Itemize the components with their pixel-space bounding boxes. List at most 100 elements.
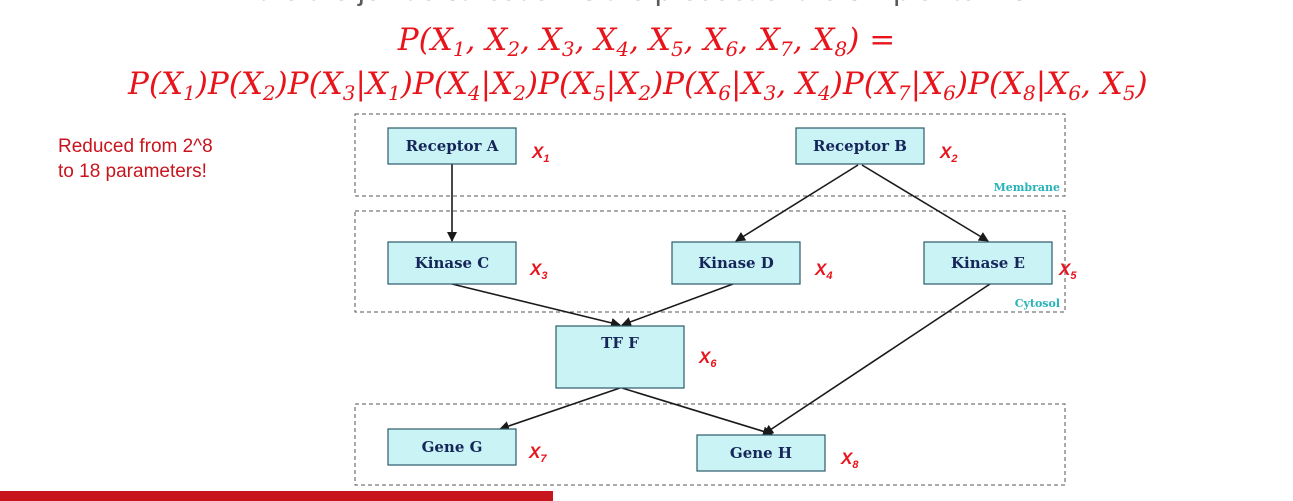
variable-label: X6	[698, 348, 717, 370]
equation-subscript: 2	[507, 37, 521, 61]
variable-name: X	[840, 449, 854, 468]
node-box	[923, 241, 1053, 285]
variable-label: X8	[840, 449, 859, 471]
node-label: Receptor B	[813, 137, 907, 155]
equation-subscript: 4	[616, 37, 630, 61]
equation-subscript: 1	[388, 81, 401, 105]
equation-token: X	[696, 66, 719, 102]
node-label: Gene G	[422, 438, 483, 456]
variable-label: X2	[939, 143, 957, 165]
equation-token: )	[955, 66, 968, 102]
equation-token: X	[616, 66, 639, 102]
equation-token: P(	[663, 66, 697, 102]
node-box	[387, 127, 517, 165]
equation-token: X	[539, 22, 562, 58]
equation-token: |	[730, 66, 742, 102]
equation-token: X	[430, 22, 453, 58]
equation-token: |	[480, 66, 492, 102]
equation-subscript: 6	[1068, 81, 1082, 105]
node-label: Gene H	[730, 444, 792, 462]
node-gene-h: Gene H X8	[696, 434, 859, 472]
equation-subscript: 7	[780, 37, 793, 61]
equation-subscript: 5	[593, 81, 606, 105]
variable-name: X	[1058, 260, 1072, 279]
equation-token: ,	[465, 22, 486, 58]
equation-subscript: 2	[638, 81, 652, 105]
edge-kinase-c-to-tf-f	[451, 283, 621, 328]
equation-token: |	[910, 66, 922, 102]
variable-label: X4	[814, 260, 832, 282]
equation-token: )	[195, 66, 208, 102]
equation-token: P(	[967, 66, 1001, 102]
variable-name: X	[528, 443, 542, 462]
variable-subscript: 3	[541, 270, 547, 282]
equation-token: X	[795, 66, 818, 102]
equation-token: )	[525, 66, 539, 102]
equation-token: X	[570, 66, 594, 102]
equation-subscript: 1	[452, 37, 466, 61]
equation-subscript: 2	[513, 81, 526, 105]
variable-name: X	[939, 143, 953, 162]
equation-token: X	[594, 22, 617, 58]
equation-subscript: 2	[262, 81, 276, 105]
variable-name: X	[529, 260, 543, 279]
equation-token: ) =	[847, 22, 896, 58]
node-gene-g: Gene G X7	[387, 428, 547, 466]
variable-subscript: 4	[825, 270, 832, 282]
parameter-note: Reduced from 2^8 to 18 parameters!	[58, 134, 213, 184]
equation-token: X	[320, 66, 343, 102]
equation-line-1: P(X1, X2, X3, X4, X5, X6, X7, X8) =	[0, 22, 1293, 61]
equation-token: P(	[128, 66, 161, 102]
equation-token: )	[830, 66, 843, 102]
node-box	[387, 241, 517, 285]
equation-token: )	[651, 66, 664, 102]
node-label: Kinase D	[698, 254, 774, 272]
node-box	[555, 325, 685, 389]
equation-token: ,	[629, 22, 649, 58]
variable-name: X	[814, 260, 828, 279]
variable-name: X	[698, 348, 712, 367]
equation-token: X	[921, 66, 944, 102]
equation-subscript: 6	[725, 37, 739, 61]
equation-token: P(	[538, 66, 571, 102]
equation-subscript: 3	[763, 81, 777, 105]
membrane-label: Membrane	[994, 181, 1060, 194]
variable-subscript: 5	[1070, 270, 1077, 282]
equation-token: ,	[776, 66, 796, 102]
equation-token: ,	[520, 22, 540, 58]
equation-token: X	[1000, 66, 1024, 102]
equation-token: ,	[792, 22, 813, 58]
node-kinase-e: Kinase E X5	[923, 241, 1077, 285]
equation-subscript: 8	[1023, 81, 1036, 105]
header-cut-text: the the joint distribution is the produc…	[0, 0, 1293, 8]
node-box	[387, 428, 517, 466]
variable-label: X7	[528, 443, 547, 465]
bottom-accent-bar	[0, 491, 553, 501]
equation-token: ,	[574, 22, 595, 58]
equation-token: X	[875, 66, 898, 102]
variable-subscript: 2	[950, 153, 957, 165]
equation-token: ,	[738, 22, 758, 58]
nucleus-region	[354, 403, 1066, 486]
node-box	[671, 241, 801, 285]
equation-token: X	[485, 22, 508, 58]
equation-token: X	[160, 66, 184, 102]
equation-token: |	[605, 66, 617, 102]
equation-token: X	[757, 22, 780, 58]
equation-token: X	[445, 66, 468, 102]
equation-token: )	[400, 66, 413, 102]
node-box	[696, 434, 826, 472]
cytosol-label: Cytosol	[1015, 297, 1060, 310]
node-label: Kinase E	[951, 254, 1025, 272]
node-tf-f: TF FX6	[555, 325, 717, 389]
equation-token: X	[812, 22, 835, 58]
equation-token: )	[1135, 66, 1148, 102]
equation-token: X	[648, 22, 671, 58]
variable-subscript: 7	[540, 453, 547, 465]
membrane-region	[354, 113, 1066, 197]
equation-token: X	[741, 66, 764, 102]
edge-receptor-b-to-kinase-e	[861, 164, 989, 242]
equation-token: P(	[207, 66, 241, 102]
